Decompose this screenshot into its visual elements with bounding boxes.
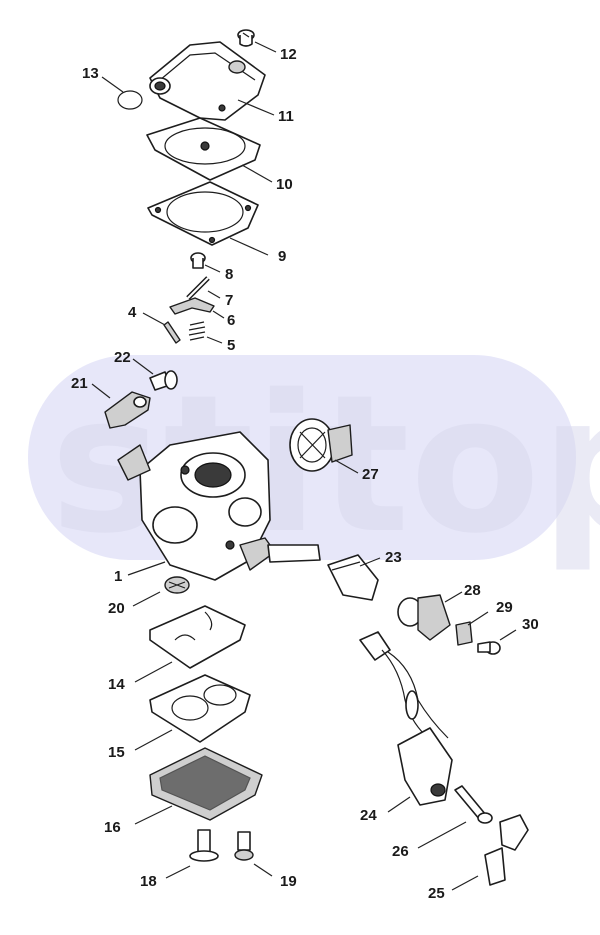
part-11-cover — [149, 41, 266, 121]
part-18-screw — [189, 829, 219, 862]
callout-25: 25 — [428, 885, 445, 902]
callout-11: 11 — [278, 108, 294, 125]
part-23-filter — [327, 554, 379, 601]
callout-13: 13 — [82, 65, 99, 82]
part-13-ring — [117, 90, 143, 110]
callout-23: 23 — [385, 549, 402, 566]
callout-20: 20 — [108, 600, 125, 617]
part-22-screw — [149, 370, 178, 391]
part-10-diaphragm — [146, 117, 261, 181]
callout-22: 22 — [114, 349, 131, 366]
callout-4: 4 — [128, 304, 137, 321]
part-19-screw — [234, 831, 254, 861]
callout-14: 14 — [108, 676, 125, 693]
callout-5: 5 — [227, 337, 235, 354]
part-5-spring — [188, 321, 206, 341]
callout-27: 27 — [362, 466, 379, 483]
callout-29: 29 — [496, 599, 513, 616]
part-24-module — [359, 631, 453, 806]
callout-21: 21 — [71, 375, 88, 392]
part-30-screw — [477, 641, 501, 655]
callout-1: 1 — [114, 568, 122, 585]
callout-18: 18 — [140, 873, 157, 890]
callout-10: 10 — [276, 176, 293, 193]
part-1-carburetor-body — [117, 431, 321, 581]
callout-7: 7 — [225, 292, 233, 309]
part-25-bracket — [484, 814, 529, 886]
callout-6: 6 — [227, 312, 235, 329]
part-20-screen — [164, 576, 190, 594]
leader-lines — [91, 41, 517, 891]
callout-12: 12 — [280, 46, 297, 63]
part-6-lever — [169, 297, 215, 315]
callout-15: 15 — [108, 744, 125, 761]
part-9-gasket — [147, 181, 259, 246]
part-12-screw — [237, 29, 255, 47]
part-21-lever — [104, 391, 151, 429]
callout-9: 9 — [278, 248, 286, 265]
callout-19: 19 — [280, 873, 297, 890]
callout-24: 24 — [360, 807, 377, 824]
part-27-cap — [289, 418, 353, 472]
callout-labels: 12 13 11 10 9 8 7 6 4 5 22 21 27 23 1 28… — [71, 46, 539, 902]
part-29-clip — [455, 621, 473, 646]
part-8-screw — [190, 252, 206, 269]
part-14-gasket — [149, 605, 246, 669]
part-28-sensor — [397, 594, 451, 641]
callout-28: 28 — [464, 582, 481, 599]
part-15-gasket — [149, 674, 251, 743]
callout-16: 16 — [104, 819, 121, 836]
callout-30: 30 — [522, 616, 539, 633]
part-7-pin — [186, 276, 210, 300]
callout-26: 26 — [392, 843, 409, 860]
part-4-needle — [163, 321, 181, 344]
part-26-bolt — [454, 785, 493, 824]
part-16-cover — [149, 747, 263, 821]
callout-8: 8 — [225, 266, 233, 283]
